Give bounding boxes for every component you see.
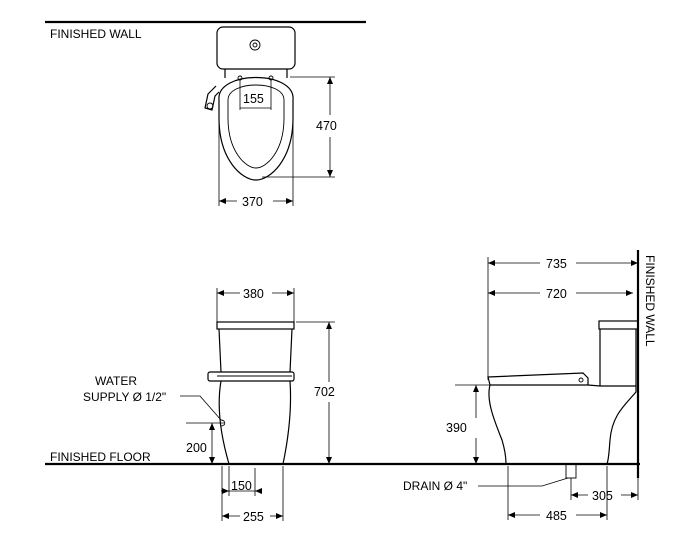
bowl-front xyxy=(218,380,292,465)
dim-tank-depth: 720 xyxy=(546,287,567,301)
supply-valve xyxy=(220,419,226,427)
water-supply-label-line1: WATER xyxy=(95,374,137,388)
finished-wall-label-side: FINISHED WALL xyxy=(643,255,657,347)
tank-body-front xyxy=(218,328,293,373)
dim-base-width: 255 xyxy=(243,510,264,524)
dim-rough-in: 305 xyxy=(592,489,613,503)
bowl-front-profile xyxy=(488,384,507,465)
tank-lid-side xyxy=(598,320,639,330)
dim-front-width: 380 xyxy=(243,287,264,301)
tank-lid-front xyxy=(216,321,295,330)
dim-supply-height: 200 xyxy=(186,441,207,455)
dim-supply-offset: 150 xyxy=(231,479,252,493)
water-supply-label-line2: SUPPLY Ø 1/2" xyxy=(83,390,166,404)
dim-plan-depth: 470 xyxy=(316,119,337,133)
bowl-outer-plan xyxy=(218,76,294,181)
dim-seat-hole-spacing: 155 xyxy=(243,92,264,106)
seat-front xyxy=(207,371,295,382)
dim-overall-height: 702 xyxy=(314,385,335,399)
floor: FINISHED FLOOR xyxy=(45,450,640,466)
plan-view: FINISHED WALL 155 470 xyxy=(45,20,366,209)
dim-overall-depth: 735 xyxy=(546,257,567,271)
flush-button-icon xyxy=(249,39,261,51)
body-rear-profile xyxy=(587,384,637,465)
dim-plan-width: 370 xyxy=(242,195,263,209)
dim-seat-height: 390 xyxy=(446,421,467,435)
drain-label: DRAIN Ø 4" xyxy=(403,479,467,493)
seat-side xyxy=(487,372,589,386)
water-supply-leader xyxy=(180,395,222,421)
front-view: 380 702 WATER SUPPLY Ø 1/2" 200 xyxy=(83,287,335,524)
dim-drain-to-front: 485 xyxy=(546,509,567,523)
finished-wall-label-top: FINISHED WALL xyxy=(50,27,142,41)
tank-plan xyxy=(216,26,296,70)
seat-inner-plan xyxy=(227,84,285,169)
finished-floor-label: FINISHED FLOOR xyxy=(50,450,151,464)
drain-leader xyxy=(478,477,569,487)
drain-pipe xyxy=(565,463,577,479)
side-view: FINISHED WALL 735 720 390 DR xyxy=(403,250,657,523)
